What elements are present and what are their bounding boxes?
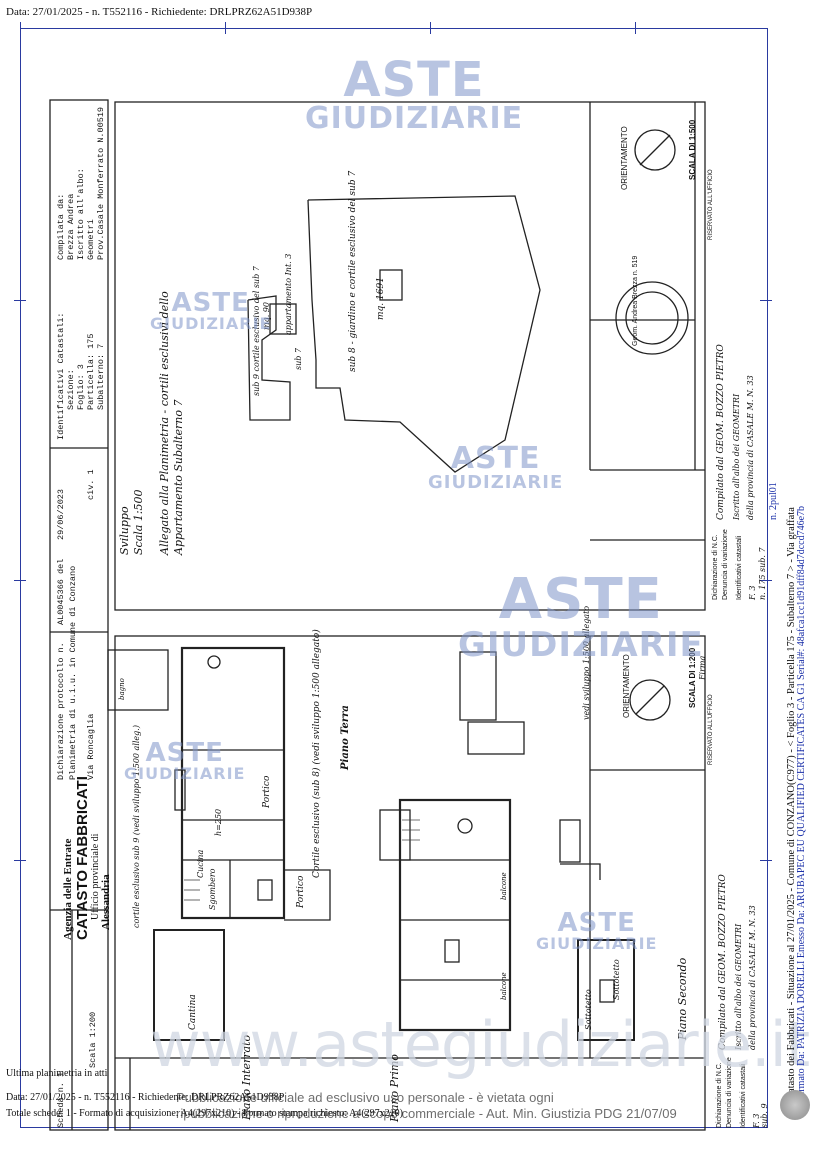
agency-name: Agenzia delle Entrate xyxy=(62,838,74,940)
scala-500-label: Scala 1:500 xyxy=(132,489,145,555)
ident-cat-upper: Identificativi catastali xyxy=(736,535,743,600)
room-portico: Portico xyxy=(262,775,272,808)
room-sgombero: Sgombero xyxy=(208,868,217,911)
frame-tick xyxy=(14,300,26,301)
room-bagno: bagno xyxy=(118,678,126,700)
via-label: Via Roncaglia xyxy=(86,713,96,780)
iscritto-albo-upper: Iscritto all'albo dei GEOMETRI xyxy=(732,393,741,520)
side-firmato-text: Firmato Da: PATRIZIA DORELLI Emesso Da: … xyxy=(796,505,807,1100)
comune-label: Planimetria di u.i.u. in Comune di Conza… xyxy=(68,565,78,780)
stamp-label: Geom. Andrea Brezza n. 519 xyxy=(632,255,639,346)
sub8-label: sub 8 - giardino e cortile esclusivo del… xyxy=(348,170,358,372)
room-sottotetto-2: Sottotetto xyxy=(612,959,621,1000)
dichiarazione-nc-upper: Dichiarazione di N.C. xyxy=(712,534,719,600)
iscritto-label: Iscritto all'albo: xyxy=(76,168,86,260)
scala-200-label: Scala 1:200 xyxy=(88,1011,98,1068)
riservato-upper: RISERVATO ALL'UFFICIO xyxy=(708,169,714,240)
mq1691-label: mq. 1691 xyxy=(376,277,386,320)
provincia-label: Alessandria xyxy=(100,874,112,930)
sub7-label: sub 7 xyxy=(294,347,303,370)
page-frame xyxy=(20,28,768,1128)
particella-label: Particella: 175 xyxy=(86,333,96,410)
prov-casale-upper: della provincia di CASALE M. N. 33 xyxy=(746,375,755,520)
subalterno-label: Subalterno: 7 xyxy=(96,343,106,410)
protocollo-date: 29/06/2023 xyxy=(56,488,66,540)
frame-tick xyxy=(14,580,26,581)
side-ref: n. 2pul01 xyxy=(768,482,779,520)
riservato-lower: RISERVATO ALL'UFFICIO xyxy=(708,694,714,765)
identificativi-title: Identificativi Catastali: xyxy=(56,312,66,440)
protocollo-number: AL0045366 del xyxy=(56,558,66,625)
header-text: Data: 27/01/2025 - n. T552116 - Richiede… xyxy=(6,6,313,18)
footer-data: Data: 27/01/2025 - n. T552116 - Richiede… xyxy=(6,1092,285,1103)
footer-ultima: Ultima planimetria in atti xyxy=(6,1068,108,1079)
appartamento-label: Appartamento Subalterno 7 xyxy=(172,399,185,555)
n175-upper: n. 175 sub. 7 xyxy=(758,547,767,600)
sviluppo-label: Sviluppo xyxy=(118,506,131,555)
footer-totale: Totale schede: 1 - Formato di acquisizio… xyxy=(6,1108,403,1119)
room-balcone-1: balcone xyxy=(500,872,508,900)
scala-di-500: SCALA DI 1:500 xyxy=(688,119,697,180)
geometri-label: Geometri xyxy=(86,219,96,260)
frame-tick xyxy=(14,860,26,861)
piano-terra-label: Piano Terra xyxy=(340,705,351,770)
room-portico-2: Portico xyxy=(296,875,306,908)
sub9-lower: sub. 9 xyxy=(760,1103,769,1128)
denuncia-var-upper: Denuncia di variazione xyxy=(722,529,729,600)
civico-label: civ. 1 xyxy=(86,469,96,500)
prov-label: Prov.Casale Monferrato N.00519 xyxy=(96,106,106,260)
watermark-site: www.astegiudiziarie.it xyxy=(150,1008,810,1081)
publication-note-2: ripubblicazione o riproduzione a scopo c… xyxy=(176,1106,677,1121)
frame-tick xyxy=(760,300,772,301)
foglio-label: Foglio: 3 xyxy=(76,364,86,410)
compilata-label: Compilata da: xyxy=(56,193,66,260)
sezione-label: Sezione: xyxy=(66,369,76,410)
room-balcone-2: balcone xyxy=(500,972,508,1000)
fg-upper: F. 3 xyxy=(748,585,757,600)
compilato-da-upper: Compilato dal GEOM. BOZZO PIETRO xyxy=(716,344,726,520)
dichiarazione-label: Dichiarazione protocollo n. xyxy=(56,642,66,780)
seal-icon xyxy=(780,1090,810,1120)
frame-tick xyxy=(20,22,21,34)
room-cucina: Cucina xyxy=(196,849,205,878)
frame-tick xyxy=(760,860,772,861)
publication-note: Pubblicazione ufficiale ad esclusivo uso… xyxy=(176,1090,554,1105)
frame-tick xyxy=(430,22,431,34)
orientamento-upper: ORIENTAMENTO xyxy=(620,126,629,190)
catasto-title: CATASTO FABBRICATI xyxy=(74,776,91,940)
app-int-label: appartamento Int. 3 xyxy=(284,253,293,335)
frame-tick xyxy=(635,22,636,34)
frame-tick xyxy=(225,22,226,34)
compilata-name: Brezza Andrea xyxy=(66,193,76,260)
room-height: h=250 xyxy=(214,808,223,836)
cortile-sub8-label: Cortile esclusivo (sub 8) (vedi sviluppo… xyxy=(312,629,322,878)
frame-tick xyxy=(760,580,772,581)
